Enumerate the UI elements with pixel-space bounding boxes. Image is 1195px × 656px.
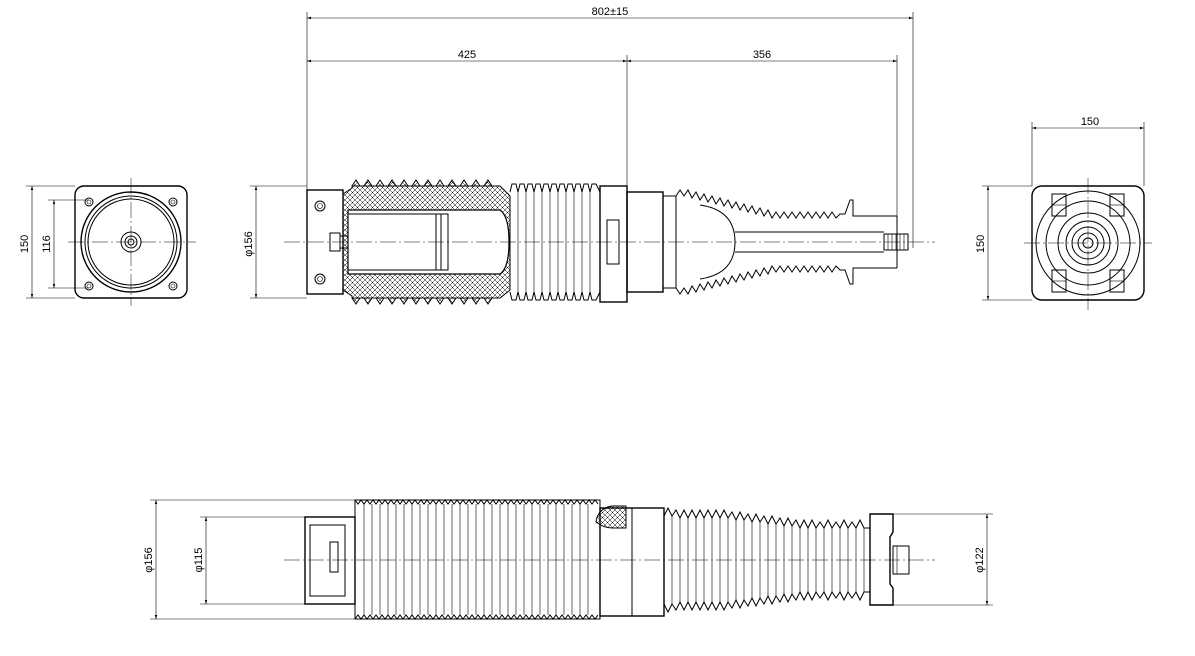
front-bolt-spacing-label: 116 bbox=[41, 235, 53, 253]
top-dimensions: 802±15 425 356 bbox=[306, 6, 914, 248]
bottom-inner-diameter-label: φ115 bbox=[193, 548, 205, 573]
end-view: 150 150 bbox=[975, 116, 1152, 310]
side-view: φ156 bbox=[243, 179, 935, 305]
right-length-label: 356 bbox=[753, 49, 771, 61]
sheds-right bbox=[675, 189, 909, 295]
bottom-diameter-label: φ156 bbox=[143, 547, 155, 573]
bolt-holes bbox=[84, 197, 178, 291]
end-clamps bbox=[1051, 193, 1125, 293]
front-view: 150 116 bbox=[19, 178, 196, 306]
front-height-label: 150 bbox=[19, 235, 31, 253]
end-width-label: 150 bbox=[1081, 116, 1099, 128]
end-height-label: 150 bbox=[975, 235, 987, 253]
side-diameter-label: φ156 bbox=[243, 231, 255, 257]
bottom-view: φ156 φ115 φ122 bbox=[143, 499, 993, 620]
overall-length-label: 802±15 bbox=[592, 6, 629, 18]
left-length-label: 425 bbox=[458, 49, 476, 61]
bottom-tail-diameter-label: φ122 bbox=[974, 547, 986, 573]
sheds-hatched bbox=[351, 179, 493, 305]
bottom-shed-lines bbox=[363, 504, 589, 615]
